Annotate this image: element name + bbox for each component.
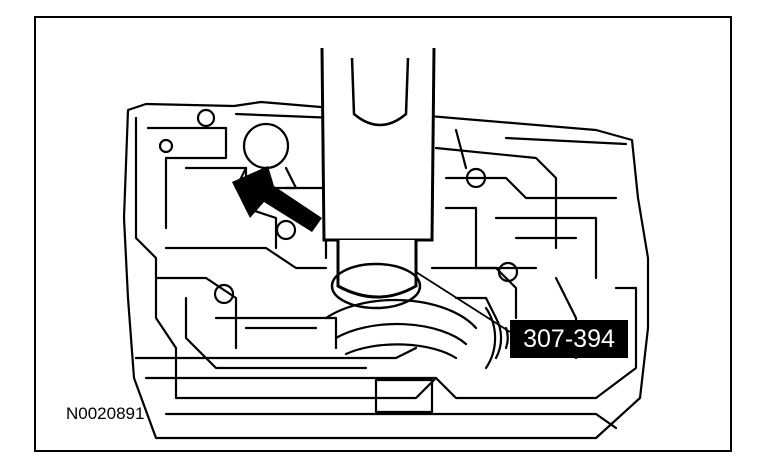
arrow-icon: [232, 166, 322, 232]
tool-callout-label: 307-394: [510, 320, 628, 358]
figure-id: N0020891: [66, 404, 145, 423]
illustration-frame: 307-394 N0020891: [34, 16, 732, 452]
valve-body-drawing: [122, 47, 650, 440]
callout-leader-line: [415, 271, 511, 333]
tool-307-394: [320, 47, 436, 310]
